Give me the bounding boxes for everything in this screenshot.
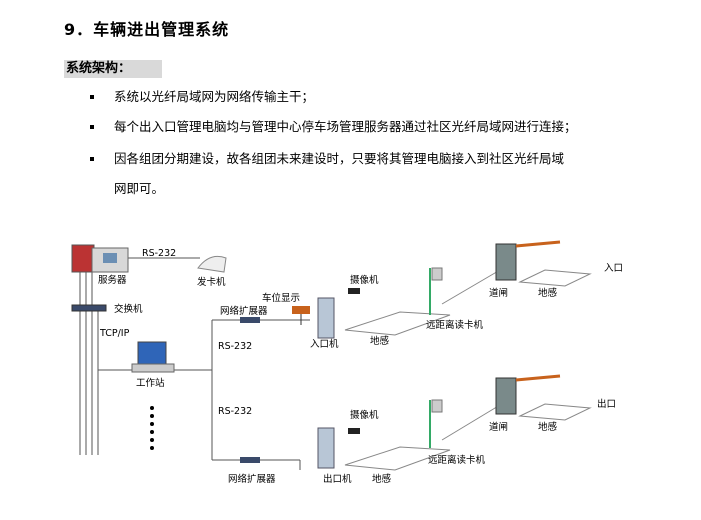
continuation-dots xyxy=(150,406,154,450)
loop-c-label: 地感 xyxy=(372,473,392,485)
loop-bottom-d xyxy=(518,403,592,421)
entry-machine-icon xyxy=(317,297,335,339)
reader-link-top xyxy=(441,269,501,305)
loop-d-label: 地感 xyxy=(538,421,558,433)
loop-a-label: 地感 xyxy=(370,335,390,347)
switch-icon xyxy=(71,304,107,312)
workstation-icon xyxy=(131,341,175,373)
net-expander-top-icon xyxy=(240,317,260,323)
card-issuer-icon xyxy=(197,255,227,273)
backbone-lines xyxy=(79,257,310,470)
gate-top-label: 道闸 xyxy=(489,287,508,299)
exit-label: 出口 xyxy=(597,398,616,410)
server-icon xyxy=(71,244,129,273)
space-display-icon xyxy=(292,306,310,325)
gate-bottom-icon xyxy=(495,374,561,415)
entrance-label: 入口 xyxy=(604,263,623,274)
reader-bottom-icon xyxy=(429,399,443,448)
net-expander-bottom-label: 网络扩展器 xyxy=(228,473,276,485)
net-expander-bottom-icon xyxy=(240,457,260,463)
reader-top-icon xyxy=(429,267,443,315)
bullet-dot-icon xyxy=(90,95,94,99)
camera-top-icon xyxy=(348,288,360,294)
loop-top-b xyxy=(518,269,592,287)
rs232-low-label: RS-232 xyxy=(218,406,252,417)
bullet-text: 系统以光纤局域网为网络传输主干； xyxy=(114,89,315,104)
switch-label: 交换机 xyxy=(114,303,143,315)
rs232-mid-label: RS-232 xyxy=(218,341,252,352)
exit-machine-label: 出口机 xyxy=(323,473,352,485)
reader-bottom-label: 远距离读卡机 xyxy=(428,454,486,466)
space-display-label: 车位显示 xyxy=(262,292,300,304)
camera-bottom-label: 摄像机 xyxy=(350,409,379,421)
net-expander-top-label: 网络扩展器 xyxy=(220,305,268,317)
reader-link-bottom xyxy=(441,404,501,441)
gate-top-icon xyxy=(495,240,561,281)
camera-top-label: 摄像机 xyxy=(350,274,379,286)
section-label: 系统架构： xyxy=(64,60,162,78)
bullet-dot-icon xyxy=(90,157,94,161)
gate-bottom-label: 道闸 xyxy=(489,421,508,433)
entry-machine-label: 入口机 xyxy=(310,338,339,350)
loop-b-label: 地感 xyxy=(538,287,558,299)
bullet-text: 网即可。 xyxy=(114,181,165,196)
bullet-text: 因各组团分期建设，故各组团未来建设时，只要将其管理电脑接入到社区光纤局域 xyxy=(114,151,565,166)
tcpip-label: TCP/IP xyxy=(99,328,130,339)
server-label: 服务器 xyxy=(98,274,127,286)
bullet-dot-icon xyxy=(90,125,94,129)
bullet-text: 每个出入口管理电脑均与管理中心停车场管理服务器通过社区光纤局域网进行连接； xyxy=(114,119,577,134)
exit-machine-icon xyxy=(317,427,335,469)
rs232-top-label: RS-232 xyxy=(142,248,176,259)
loop-bottom-c xyxy=(344,446,451,471)
camera-bottom-icon xyxy=(348,428,360,434)
page-title: 9．车辆进出管理系统 xyxy=(64,20,230,39)
workstation-label: 工作站 xyxy=(136,377,165,389)
loop-top-a xyxy=(344,311,451,336)
reader-top-label: 远距离读卡机 xyxy=(426,319,484,331)
card-issuer-label: 发卡机 xyxy=(197,276,226,288)
